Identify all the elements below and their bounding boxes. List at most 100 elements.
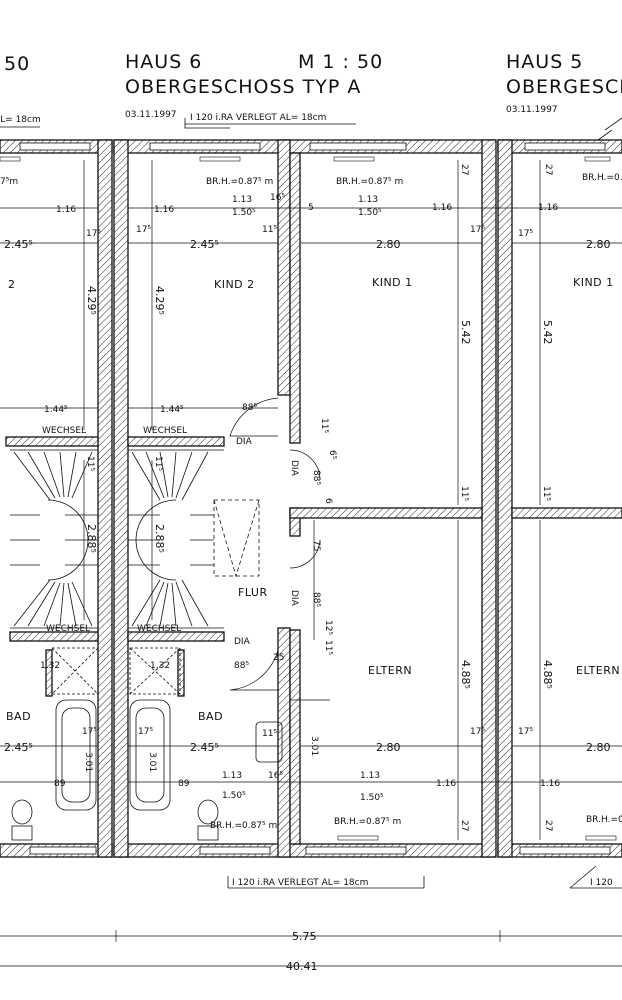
dim-150-bottom-center: 1.50⁵ [222,791,246,801]
br-h-eltern: BR.H.=0.87⁵ m [334,817,401,827]
wechsel-wall-top-center [127,436,225,447]
dim-245-center: 2.45⁵ [190,238,219,251]
door-swings [229,397,330,701]
dim-150-top: 1.50⁵ [358,208,382,218]
party-wall-left-b [113,139,129,858]
dim-27-top-right: 27 [543,164,553,175]
bath-wall-center [177,649,185,697]
br-h-kind1: BR.H.=0.87⁵ m [336,177,403,187]
date-right: 03.11.1997 [506,105,558,115]
dim-150-top-center: 1.50⁵ [232,208,256,218]
top-lintel-note: I 120 i.RA VERLEGT AL= 18cm [190,113,326,123]
dim-885-bottom: 88⁵ [234,661,249,671]
sink-center [255,721,283,763]
dim-175-eltern: 17⁵ [470,727,485,737]
dim-116-left: 1.16 [56,205,76,215]
house5-title: HAUS 5 [506,51,583,73]
wall-kind1-eltern [289,507,483,519]
dim-116-bottom-right: 1.16 [540,779,560,789]
dimension-lines [0,160,622,967]
room-label-eltern-right: ELTERN [576,664,620,677]
dim-4295-center: 4.29⁵ [153,286,166,315]
dim-132-center: 1.32 [150,661,170,671]
toilet-left [11,799,33,841]
dim-115-stair-center: 11⁵ [153,456,163,471]
bathtub-left [55,699,97,811]
room-label-kind1: KIND 1 [372,276,413,289]
dim-301-center: 3.01 [147,752,157,772]
label-dia-bottom: DIA [234,637,251,647]
windows-top [0,142,611,162]
dim-175-kind2: 17⁵ [136,225,151,235]
room-label-bad-left: BAD [6,710,31,723]
br-h-bad: BR.H.=0.87⁵ m [210,821,277,831]
label-wechsel-bottom-left: WECHSEL [46,624,90,634]
dim-113-bottom: 1.13 [360,771,380,781]
bottom-right-marker [569,865,622,889]
edge-note: AL= 18cm [0,115,41,125]
dim-885-top: 88⁵ [242,403,257,413]
dim-75-flur: 75 [311,540,321,551]
dim-280-eltern-right: 2.80 [586,741,611,754]
dim-115-kind2: 11⁵ [262,225,277,235]
dim-6-flur: 6 [323,498,333,504]
label-wechsel-top-left: WECHSEL [42,426,86,436]
dim-51-top: 5 [308,203,314,213]
dim-165-top: 16⁵ [270,193,285,203]
lintel-marker [184,118,230,129]
scale-left-label: 50 [4,53,30,75]
dim-280-eltern: 2.80 [376,741,401,754]
bath-wall-left [45,649,53,697]
dim-27-top-kind1: 27 [459,164,469,175]
dim-1445-center: 1.44⁵ [160,405,184,415]
label-dia-vertical-top: DIA [289,460,299,477]
label-dia-vertical-bottom: DIA [289,590,299,607]
party-wall-left-a [97,139,113,858]
dim-175-bad: 17⁵ [82,727,97,737]
dim-542-right: 5.42 [541,320,554,345]
bathtub-center [129,699,171,811]
wechsel-wall-bottom-center [127,631,225,642]
dim-25: 25 [273,653,284,663]
date-left: 03.11.1997 [125,110,177,120]
dim-280-right: 2.80 [586,238,611,251]
dim-885-flur-bottom: 88⁵ [311,592,321,607]
dim-4295-left: 4.29⁵ [85,286,98,315]
br-h-right: BR.H.=0.87⁵ m [582,173,622,183]
dim-113-top-center: 1.13 [232,195,252,205]
dim-542-kind1: 5.42 [459,320,472,345]
bottom-right-note: I 120 [590,878,613,888]
dim-115-flur-bottom: 11⁵ [323,640,333,655]
staircase-center [128,449,260,629]
dim-116-bottom: 1.16 [436,779,456,789]
dim-132-left: 1.32 [40,661,60,671]
dim-301-left: 3.01 [83,752,93,772]
br-h-left: 7⁵m [0,177,18,187]
staircase-left [10,449,98,629]
dim-total-width: 40.41 [286,960,318,973]
shower-left [51,647,99,695]
dim-116-center: 1.16 [154,205,174,215]
label-dia-top: DIA [236,437,253,447]
dim-115-right: 11⁵ [541,486,551,501]
dim-175-kind-left: 17⁵ [86,229,101,239]
dim-113-bottom-center: 1.13 [222,771,242,781]
dim-115-flur: 11⁵ [319,418,329,433]
bottom-lintel-marker [227,876,425,888]
dim-245-bad-center: 2.45⁵ [190,741,219,754]
room-label-bad-center: BAD [198,710,223,723]
room-label-flur: FLUR [238,586,268,599]
shower-center [129,647,181,695]
wall-kind2-flur [277,139,291,396]
dim-245-bad-left: 2.45⁵ [4,741,33,754]
dim-2885-left: 2.88⁵ [85,524,98,553]
dim-301-eltern: 3.01 [309,736,319,756]
dim-116-kind1: 1.16 [432,203,452,213]
dim-280-kind1: 2.80 [376,238,401,251]
dim-27-bottom-eltern: 27 [459,820,469,831]
dim-27-bottom-right: 27 [543,820,553,831]
lintel-marker-right [597,117,622,141]
label-wechsel-top-center: WECHSEL [143,426,187,436]
dim-house-width: 5.75 [292,930,317,943]
